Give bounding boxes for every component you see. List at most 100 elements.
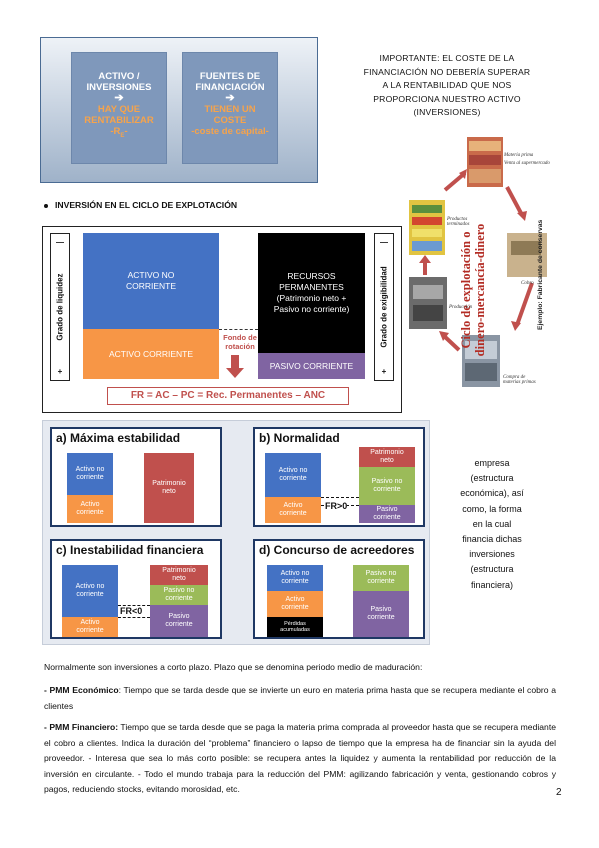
fr-label-line: rotación	[225, 342, 255, 351]
operating-cycle-diagram: Ciclo de explotación o dinero-mercancía-…	[407, 135, 557, 400]
rp-line: RECURSOS	[287, 271, 336, 281]
label-supermarket: Venta al supermercado	[504, 161, 550, 166]
down-arrow-icon	[231, 355, 239, 369]
assets-box: ACTIVO / INVERSIONES ➔ HAY QUE RENTABILI…	[71, 52, 167, 164]
fr-negative: FR<0	[120, 606, 143, 616]
production-photo	[409, 277, 447, 329]
page-number: 2	[556, 787, 562, 798]
side-text-line: como, la forma	[462, 503, 522, 514]
pmm-economic-label: - PMM Económico	[44, 685, 119, 695]
side-text-line: en la cual	[472, 518, 512, 529]
label-production: Producción	[449, 305, 473, 310]
current-assets-block: ACTIVO CORRIENTE	[83, 329, 219, 379]
section-heading: INVERSIÓN EN EL CICLO DE EXPLOTACIÓN	[44, 200, 237, 210]
anc-line: CORRIENTE	[125, 281, 177, 291]
side-text-line: (estructura	[470, 473, 514, 484]
pmm-economic-text: : Tiempo que se tarda desde que se invie…	[44, 685, 556, 711]
rp-line: (Patrimonio neto +	[276, 293, 347, 303]
financing-line2: FINANCIACIÓN	[195, 82, 265, 93]
working-capital-formula: FR = AC – PC = Rec. Permanentes – ANC	[107, 387, 349, 405]
financing-line5: -coste de capital-	[191, 126, 269, 137]
note-line: (INVERSIONES)	[413, 107, 481, 117]
liquidity-scale: — Grado de liquidez +	[50, 233, 70, 381]
financing-line4: COSTE	[213, 115, 247, 126]
working-capital-label: Fondo de rotación	[216, 333, 264, 351]
scenario-title: a) Máxima estabilidad	[56, 431, 181, 445]
assets-line3: HAY QUE	[97, 104, 141, 115]
note-line: A LA RENTABILIDAD QUE NOS	[382, 80, 512, 90]
pmm-financial-text: Tiempo que se tarda desde que se paga la…	[44, 722, 556, 794]
scenario-title: c) Inestabilidad financiera	[56, 543, 204, 557]
assets-line4: RENTABILIZAR	[84, 115, 154, 126]
note-line: PROPORCIONA NUESTRO ACTIVO	[373, 93, 521, 104]
assets-line2: INVERSIONES	[86, 82, 152, 93]
minus-sign: —	[56, 238, 64, 247]
rp-line: Pasivo no corriente)	[273, 304, 350, 314]
pmm-financial-label: - PMM Financiero:	[44, 722, 119, 732]
fr-dashed-line	[118, 617, 150, 618]
arrow-icon	[505, 186, 524, 216]
note-line: IMPORTANTE: EL COSTE DE LA	[379, 53, 515, 63]
exigibility-scale: — Grado de exigibilidad +	[374, 233, 394, 381]
bullet-icon	[44, 203, 48, 208]
current-liabilities-block: PASIVO CORRIENTE	[258, 353, 365, 379]
side-text-line: financiera)	[470, 579, 514, 590]
paragraph-pmm-economic: - PMM Económico: Tiempo que se tarda des…	[44, 683, 556, 714]
cycle-example: Ejemplo: Fabricante de conservas	[537, 219, 544, 330]
exigibility-label: Grado de exigibilidad	[379, 266, 389, 348]
fr-dashed-line	[118, 605, 150, 606]
arrow-icon	[441, 333, 461, 352]
side-text-line: económica), así	[460, 488, 524, 499]
working-capital-line	[219, 329, 258, 330]
financing-line1: FUENTES DE	[199, 71, 261, 82]
financing-line3: TIENEN UN	[204, 104, 256, 115]
paragraph-intro: Normalmente son inversiones a corto plaz…	[44, 662, 423, 672]
top-graphic: ACTIVO / INVERSIONES ➔ HAY QUE RENTABILI…	[40, 37, 318, 183]
side-text-line: inversiones	[469, 549, 515, 560]
label-raw-material: Materia prima	[504, 153, 534, 158]
fr-label-line: Fondo de	[223, 333, 257, 342]
plus-sign: +	[57, 367, 63, 376]
scenario-title: b) Normalidad	[259, 431, 340, 445]
fr-positive: FR>0	[325, 501, 348, 511]
right-arrow-icon: ➔	[225, 92, 235, 104]
assets-line5: -RE-	[110, 126, 128, 139]
label-collection: Cobro	[521, 281, 534, 286]
side-text-line: financia dichas	[462, 534, 522, 545]
paragraph-pmm-financial: - PMM Financiero: Tiempo que se tarda de…	[44, 720, 556, 798]
side-text-line: empresa	[474, 458, 510, 468]
scenario-title: d) Concurso de acreedores	[259, 543, 415, 557]
side-text: empresa (estructura económica), así como…	[444, 456, 540, 593]
arrow-icon	[443, 171, 467, 192]
fr-dashed-line	[321, 497, 359, 498]
financing-box: FUENTES DE FINANCIACIÓN ➔ TIENEN UN COST…	[182, 52, 278, 164]
important-note: IMPORTANTE: EL COSTE DE LA FINANCIACIÓN …	[352, 52, 542, 120]
right-arrow-icon: ➔	[114, 92, 124, 104]
liquidity-label: Grado de liquidez	[55, 273, 65, 341]
section-heading-text: INVERSIÓN EN EL CICLO DE EXPLOTACIÓN	[55, 200, 238, 210]
